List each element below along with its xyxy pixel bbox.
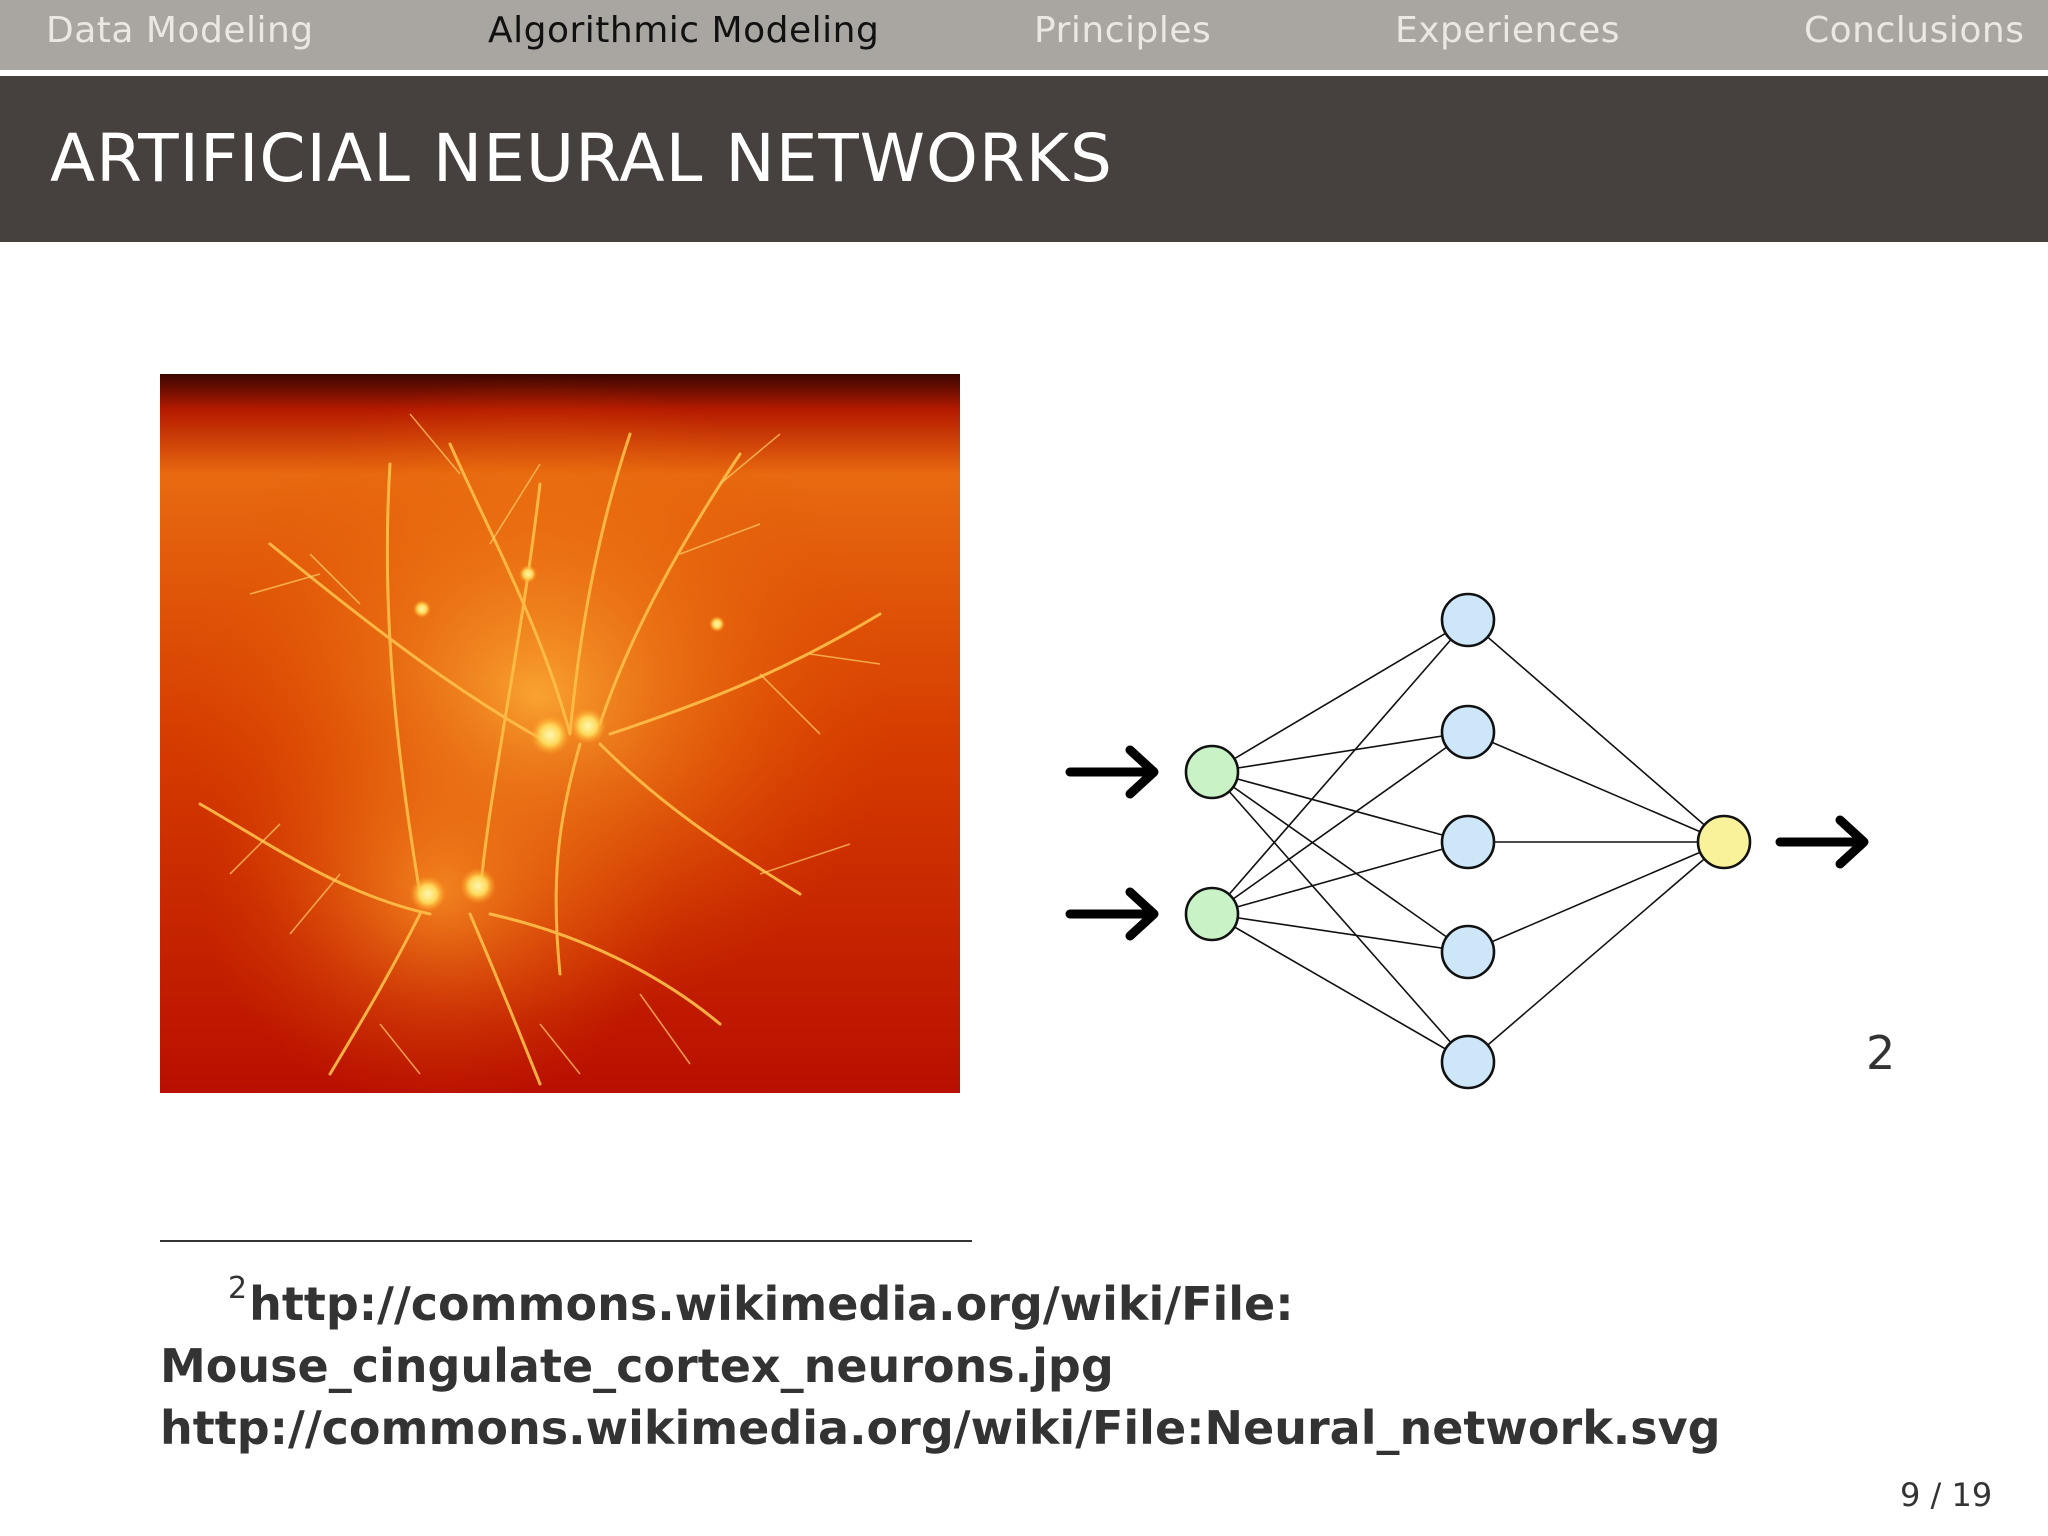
hidden-node — [1440, 814, 1496, 870]
right-arrow-icon — [1065, 745, 1159, 799]
input-node — [1184, 744, 1240, 800]
nav-item-experiences[interactable]: Experiences — [1395, 10, 1621, 51]
footnote-divider — [160, 1240, 972, 1242]
section-navigation-bar: Data Modeling Algorithmic Modeling Princ… — [0, 0, 2048, 70]
page-total: 19 — [1951, 1476, 1993, 1514]
footnote: 2http://commons.wikimedia.org/wiki/File:… — [160, 1258, 2000, 1459]
input-node — [1184, 886, 1240, 942]
footnote-link-1-continued[interactable]: Mouse_cingulate_cortex_neurons.jpg — [160, 1339, 1114, 1393]
nav-item-algorithmic-modeling[interactable]: Algorithmic Modeling — [488, 10, 880, 51]
footnote-link-2[interactable]: http://commons.wikimedia.org/wiki/File:N… — [160, 1401, 1721, 1455]
hidden-node — [1440, 704, 1496, 760]
right-arrow-icon — [1775, 815, 1869, 869]
right-arrow-icon — [1065, 887, 1159, 941]
network-connections — [1211, 619, 1725, 1063]
output-node — [1696, 814, 1752, 870]
hidden-node — [1440, 924, 1496, 980]
neural-network-diagram — [1065, 592, 1869, 1090]
footnote-marker: 2 — [1866, 1026, 1896, 1080]
nav-item-data-modeling[interactable]: Data Modeling — [46, 10, 314, 51]
nav-item-principles[interactable]: Principles — [1034, 10, 1212, 51]
footnote-link-1[interactable]: http://commons.wikimedia.org/wiki/File: — [249, 1277, 1294, 1331]
title-band: ARTIFICIAL NEURAL NETWORKS — [0, 76, 2048, 242]
hidden-node — [1440, 592, 1496, 648]
page-current: 9 — [1900, 1476, 1921, 1514]
neuron-photo — [160, 374, 960, 1093]
slide-title: ARTIFICIAL NEURAL NETWORKS — [50, 120, 1113, 197]
hidden-node — [1440, 1034, 1496, 1090]
nav-divider — [0, 70, 2048, 76]
page-number: 9 / 19 — [1900, 1476, 1992, 1514]
page-separator: / — [1920, 1476, 1952, 1514]
footnote-number: 2 — [228, 1271, 248, 1306]
nav-item-conclusions[interactable]: Conclusions — [1804, 10, 2025, 51]
